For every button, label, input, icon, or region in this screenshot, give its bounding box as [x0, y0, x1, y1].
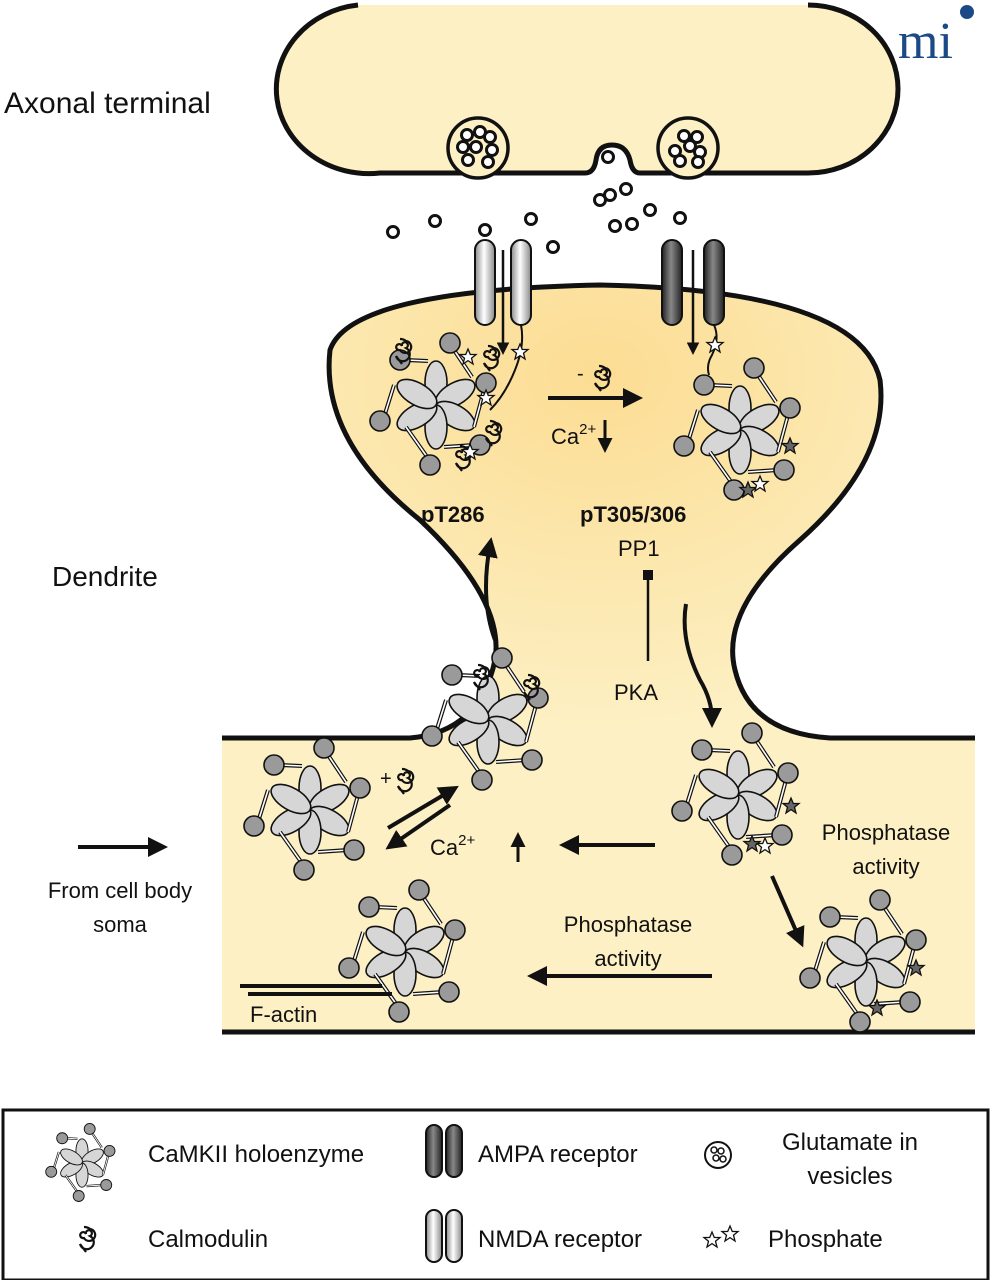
plus-calmodulin-label: +	[380, 768, 392, 790]
released-glutamate	[386, 182, 687, 254]
svg-text:mi: mi	[898, 13, 953, 70]
legend-glutamate-label-2: vesicles	[807, 1163, 892, 1190]
pT286-label: pT286	[421, 502, 485, 527]
ca-decrease-label: Ca2+	[551, 421, 596, 449]
pathway-arrows	[78, 388, 805, 986]
pp1-inhibition-bar	[643, 570, 653, 580]
f-actin	[240, 984, 392, 996]
legend-calmodulin-label: Calmodulin	[148, 1226, 268, 1253]
mi-logo: mi	[898, 5, 974, 70]
ca-increase-label: Ca2+	[430, 832, 475, 860]
nmda-receptor-icon	[425, 1209, 463, 1263]
glutamate-vesicle-icon	[704, 1141, 732, 1169]
axonal-terminal-label: Axonal terminal	[4, 87, 211, 120]
pT305-label: pT305/306	[580, 502, 686, 527]
ampa-receptor-icon	[425, 1124, 463, 1178]
legend: CaMKII holoenzyme AMPA receptor Glutamat…	[1, 1108, 990, 1280]
legend-ampa-label: AMPA receptor	[478, 1141, 638, 1168]
pp1-label: PP1	[618, 536, 660, 561]
phosphatase-activity-bottom-label: Phosphatase	[564, 912, 692, 937]
legend-nmda-label: NMDA receptor	[478, 1226, 642, 1253]
glutamate-vesicle	[656, 116, 720, 180]
legend-phosphate-label: Phosphate	[768, 1226, 883, 1253]
dendrite-label: Dendrite	[52, 561, 158, 592]
minus-calmodulin-label: -	[577, 363, 584, 385]
pka-label: PKA	[614, 680, 658, 705]
legend-glutamate-label: Glutamate in	[782, 1129, 918, 1156]
glutamate-vesicle	[446, 116, 510, 180]
axonal-terminal	[273, 2, 901, 180]
f-actin-label: F-actin	[250, 1002, 317, 1027]
phosphatase-activity-right-label-2: activity	[852, 854, 919, 879]
from-cell-body-label-2: soma	[93, 912, 148, 937]
nmda-receptor	[474, 239, 532, 326]
legend-camkii-label: CaMKII holoenzyme	[148, 1141, 364, 1168]
phosphatase-activity-right-label: Phosphatase	[822, 820, 950, 845]
from-cell-body-label: From cell body	[48, 878, 192, 903]
phosphatase-activity-bottom-label-2: activity	[594, 946, 661, 971]
